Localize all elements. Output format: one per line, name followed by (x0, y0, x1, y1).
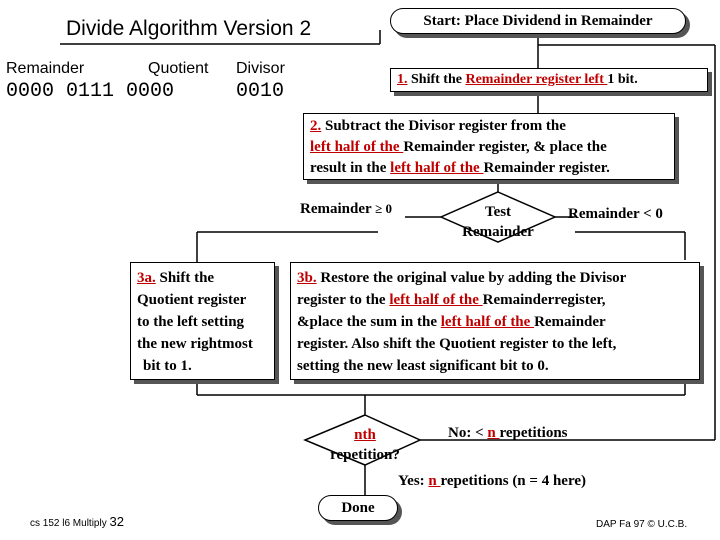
remainder-label: Remainder (6, 60, 85, 77)
step3a-number: 3a. (137, 270, 156, 286)
step3a-line5: bit to 1. (143, 358, 192, 374)
step3b-line5: setting the new least significant bit to… (297, 358, 549, 374)
quotient-label: Quotient (148, 60, 209, 77)
done-text: Done (341, 500, 375, 516)
step2-number: 2. (310, 118, 322, 134)
step3b-highlight2: left half of the (440, 314, 535, 330)
step2-line3a: result in the (310, 160, 391, 176)
yes-branch-n: n (428, 473, 441, 489)
step1-box: 1. Shift the Remainder register left 1 b… (390, 68, 708, 92)
step1-number: 1. (397, 72, 408, 87)
footer-left-text: cs 152 l6 Multiply (30, 518, 107, 529)
step3b-line3c: Remainder (534, 314, 606, 330)
branch-left-text: Remainder (300, 201, 372, 217)
slide-title: Divide Algorithm Version 2 (66, 17, 312, 40)
divisor-value: 0010 (236, 80, 285, 103)
yes-branch-text: Yes: (398, 473, 429, 489)
step1-text-b: Remainder register left (465, 72, 608, 87)
yes-branch-label: Yes: n repetitions (n = 4 here) (398, 473, 586, 490)
no-branch-label: No: < n repetitions (448, 425, 568, 442)
step2-line1: Subtract the Divisor register from the (325, 118, 566, 134)
step3b-line1: Restore the original value by adding the… (320, 270, 627, 286)
step3a-box: 3a. Shift the Quotient register to the l… (130, 262, 275, 380)
start-text: Start: Place Dividend in Remainder (423, 13, 653, 29)
step3b-number: 3b. (297, 270, 317, 286)
step3b-line2c: Remainderregister, (482, 292, 606, 308)
step1-text-c: 1 bit. (607, 72, 638, 87)
yes-branch-text2: repetitions (n = 4 here) (440, 473, 586, 489)
step3b-line3a: &place the sum in the (297, 314, 441, 330)
step2-line2: Remainder register, & place the (403, 139, 607, 155)
step3a-line4: the new rightmost (137, 336, 253, 352)
branch-right-label: Remainder < 0 (568, 206, 663, 222)
step3a-line1: Shift the (159, 270, 215, 286)
step3a-line2: Quotient register (137, 292, 247, 308)
test-line1: Test (484, 204, 512, 220)
no-branch-n: n (487, 425, 500, 441)
footer-left: cs 152 l6 Multiply 32 (30, 514, 124, 529)
step2-line3b: Remainder register. (483, 160, 610, 176)
footer-right: DAP Fa 97 © U.C.B. (596, 519, 688, 530)
test-line2: Remainder (462, 224, 534, 240)
step1-text-a: Shift the (411, 72, 466, 87)
remainder-value: 0000 0111 0000 (6, 80, 175, 103)
step3b-box: 3b. Restore the original value by adding… (290, 262, 700, 380)
no-branch-text2: repetitions (499, 425, 568, 441)
repetition-nth: nth (354, 427, 376, 443)
branch-left-label: Remainder ≥ 0 (300, 201, 392, 218)
repetition-text: nth repetition? (310, 425, 420, 465)
step2-highlight1: left half of the (310, 139, 404, 155)
step3b-line4: register. Also shift the Quotient regist… (297, 336, 617, 352)
test-diamond (439, 191, 557, 243)
branch-left-symbol: ≥ 0 (375, 201, 393, 216)
test-text: Test Remainder (448, 202, 548, 242)
no-branch-text: No: < (448, 425, 488, 441)
step3b-highlight1: left half of the (389, 292, 483, 308)
done-box: Done (318, 495, 398, 521)
step3a-line3: to the left setting (137, 314, 245, 330)
start-box: Start: Place Dividend in Remainder (390, 8, 686, 34)
divisor-label: Divisor (236, 60, 285, 77)
repetition-line2: repetition? (330, 447, 400, 463)
step2-box: 2. Subtract the Divisor register from th… (303, 113, 675, 180)
step3b-line2a: register to the (297, 292, 390, 308)
page-number: 32 (109, 514, 124, 529)
step2-highlight2: left half of the (390, 160, 484, 176)
